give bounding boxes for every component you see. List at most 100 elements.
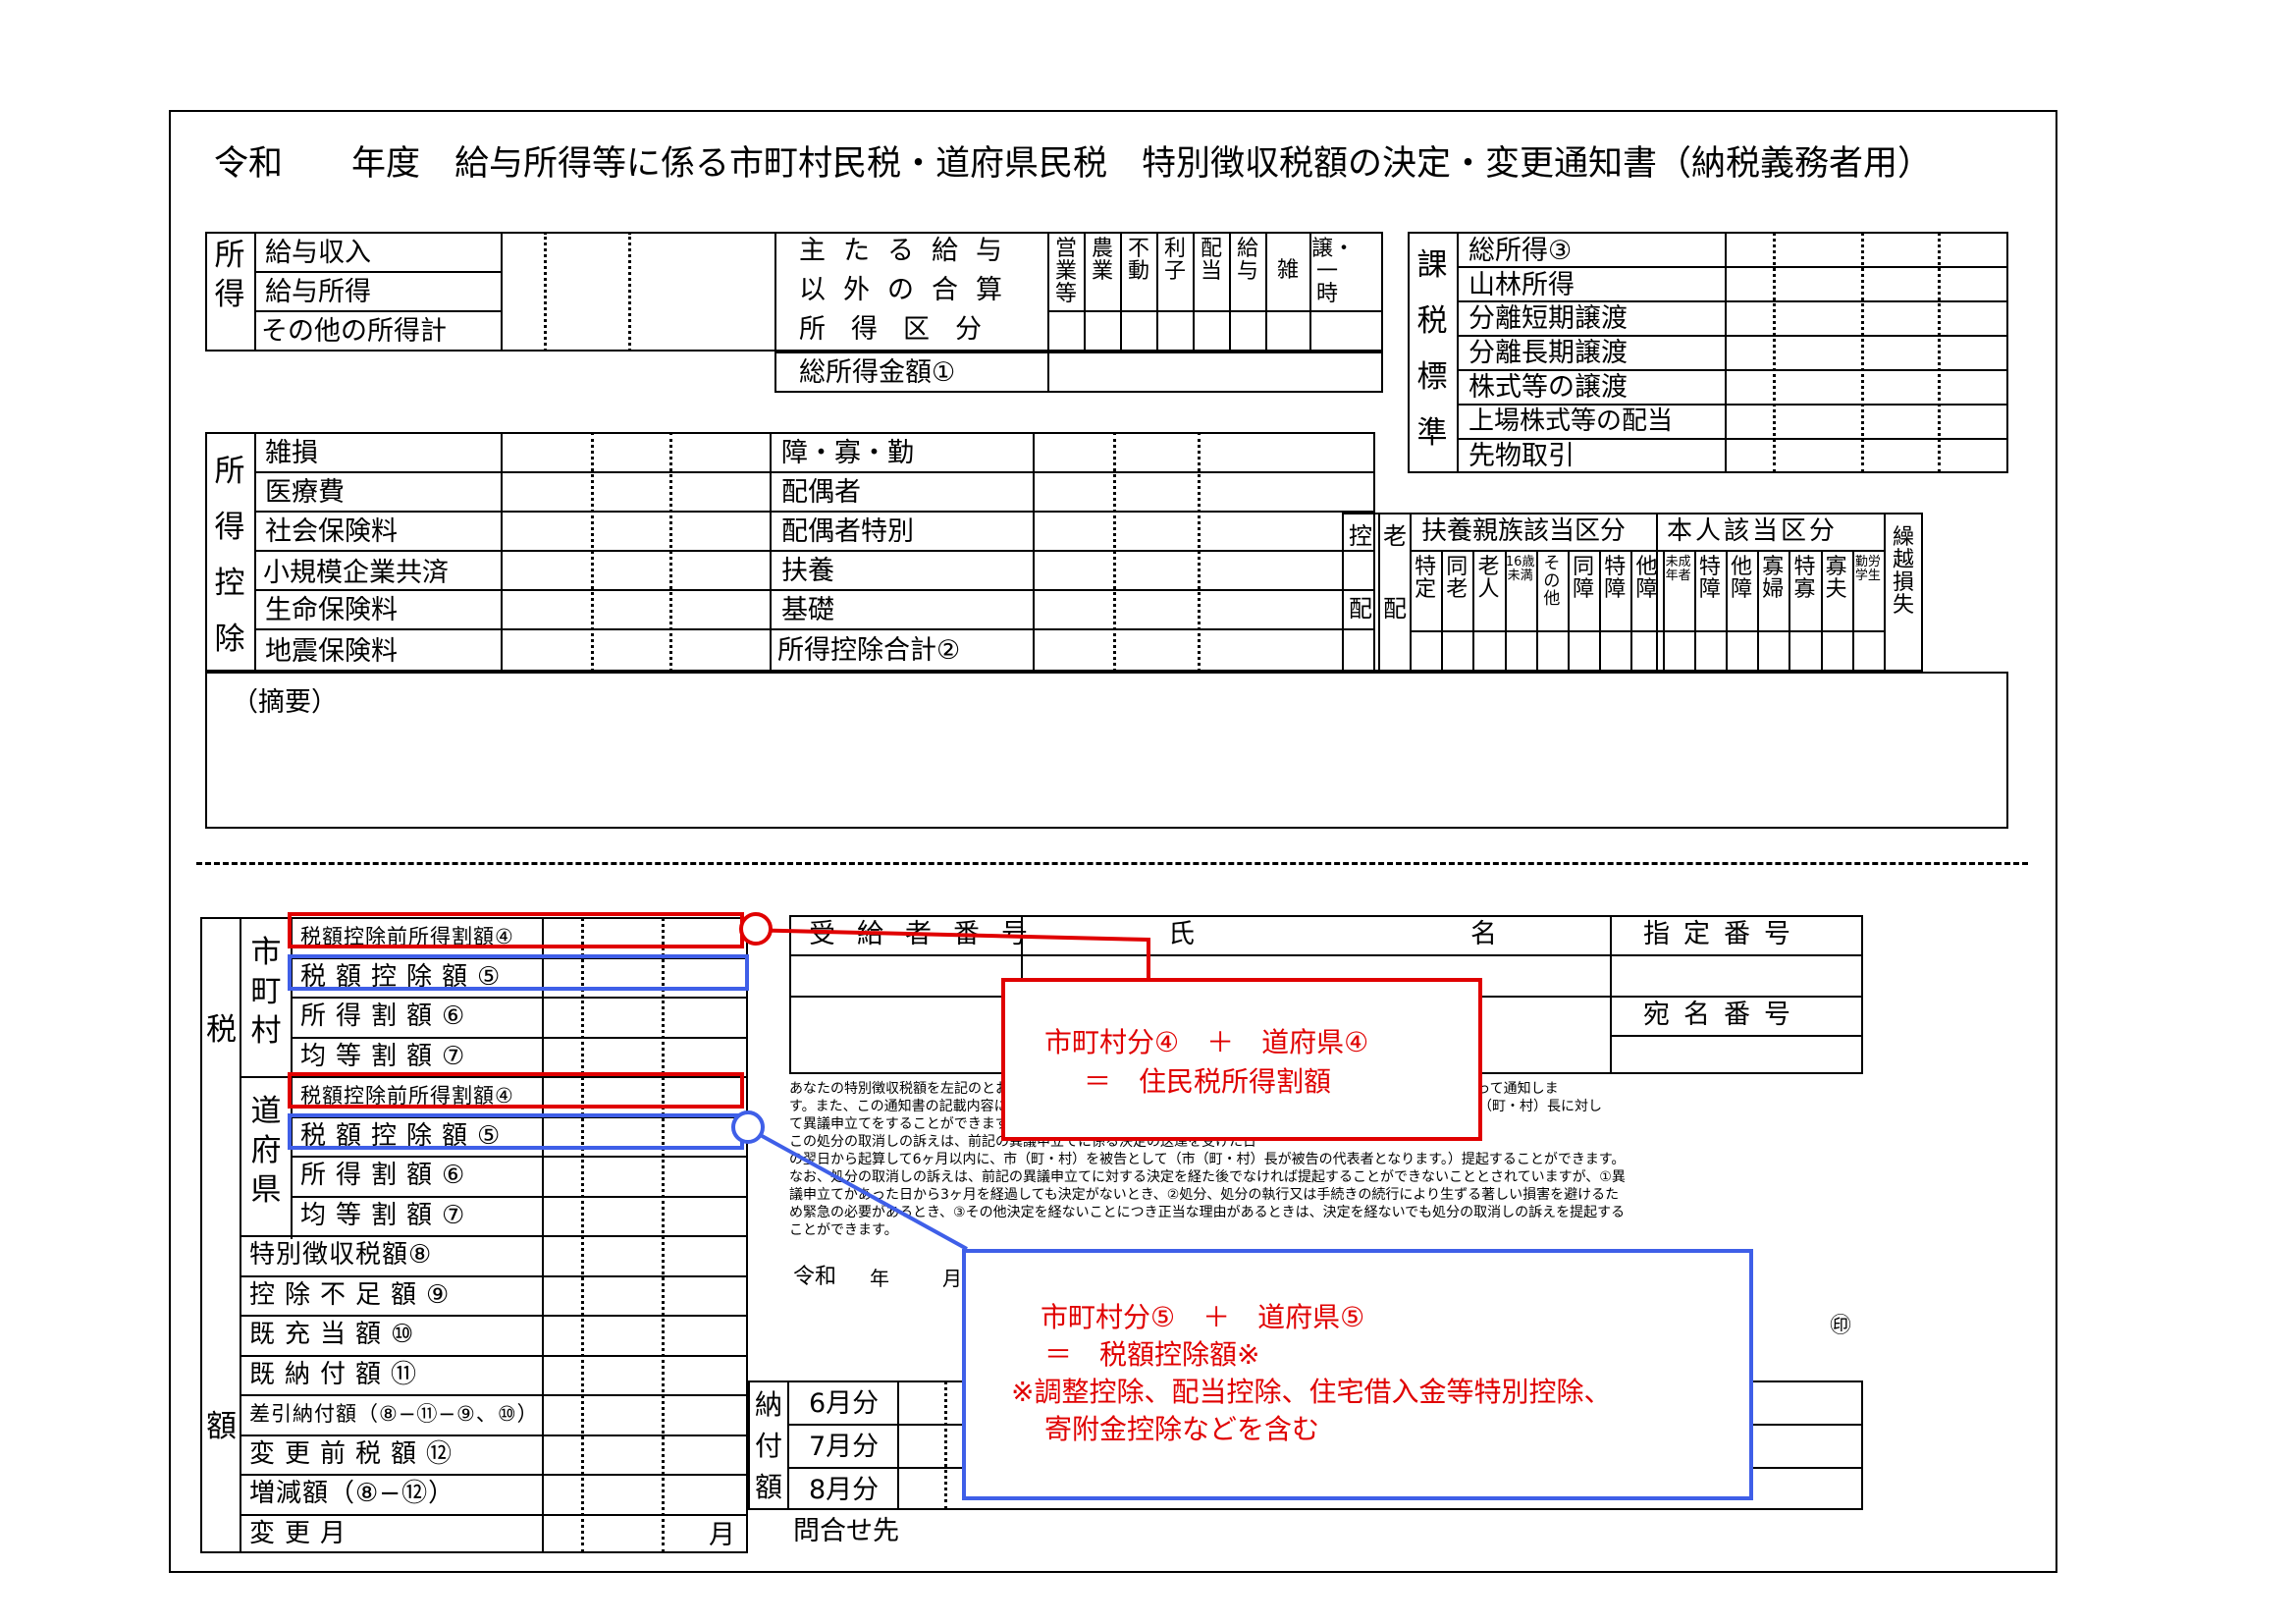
- family-col-head: 配: [1349, 595, 1372, 623]
- deduction-row: 社会保険料: [265, 515, 398, 547]
- taxbase-row: 分離長期譲渡: [1468, 338, 1628, 368]
- tax-row-label: 控除不足額⑨: [249, 1279, 459, 1310]
- loss-col: 繰越損失: [1892, 525, 1914, 619]
- category-column-header: 他障: [1731, 555, 1753, 603]
- category-column-header: 特定: [1415, 555, 1437, 603]
- memo-box: [205, 672, 2008, 829]
- date-year: 年: [870, 1267, 889, 1290]
- tax-row-label: 均等割額⑦: [300, 1041, 475, 1071]
- dependent-header: 扶養親族該当区分: [1421, 516, 1627, 546]
- tax-row-label: 税額控除額⑤: [300, 961, 510, 992]
- payment-side-label: 納付額: [754, 1388, 782, 1503]
- category-column-header: 16歳未満: [1505, 555, 1535, 583]
- income-row: 給与収入: [265, 237, 371, 268]
- taxbase-row: 総所得③: [1468, 235, 1573, 266]
- muni-label: 市町村: [250, 935, 282, 1049]
- tax-row-label: 均等割額⑦: [300, 1200, 475, 1230]
- category-column-header: 未成年者: [1665, 555, 1691, 583]
- deduction-row: 小規模企業共済: [263, 558, 449, 588]
- taxbase-row: 株式等の譲渡: [1468, 372, 1628, 403]
- tax-row-label: 増減額（⑧−⑫）: [249, 1479, 455, 1509]
- blue-callout-line-3: ※調整控除、配当控除、住宅借入金等特別控除、: [1011, 1376, 1612, 1408]
- family-col-head: 老: [1383, 522, 1407, 550]
- deduction-row-right: 扶養: [781, 555, 834, 586]
- contact-label: 問合せ先: [793, 1516, 899, 1546]
- deduction-row: 地震保険料: [265, 635, 398, 667]
- deduction-row: 医療費: [265, 476, 345, 508]
- document-title: 令和 年度 給与所得等に係る市町村民税・道府県民税 特別徴収税額の決定・変更通知…: [214, 144, 1933, 184]
- tax-row-label: 特別徴収税額⑧: [249, 1240, 433, 1271]
- deduction-table: [205, 432, 1375, 672]
- category-column-header: 勤労学生: [1854, 555, 1881, 583]
- blue-connector: [745, 1125, 968, 1251]
- taxbase-row: 上場株式等の配当: [1468, 406, 1674, 436]
- taxbase-side-label: 課税標準: [1416, 247, 1448, 451]
- deduction-row-right: 基礎: [781, 594, 834, 625]
- income-row: その他の所得計: [261, 316, 447, 347]
- category-column-header: 同老: [1446, 555, 1468, 603]
- tax-side-top: 税: [206, 1012, 237, 1048]
- self-header: 本人該当区分: [1667, 516, 1839, 546]
- deduction-row-right: 障・寡・勤: [781, 437, 914, 468]
- tax-side-bottom: 額: [206, 1409, 237, 1444]
- category-col: 配当: [1200, 237, 1222, 285]
- income-side-label: 所得: [214, 238, 245, 312]
- tax-row-label: 所得割額⑥: [300, 1001, 475, 1032]
- tax-row-label: 変更月: [249, 1518, 356, 1548]
- income-sum-label: 以外の合算: [799, 275, 1020, 305]
- income-sum-label: 所得区分: [799, 314, 1007, 345]
- red-connector: [743, 928, 1150, 982]
- tax-row-label: 税額控除額⑤: [300, 1120, 510, 1151]
- family-col-head: 配: [1383, 595, 1407, 623]
- highlight-pref-pretax: [288, 1072, 744, 1109]
- taxbase-row: 山林所得: [1468, 269, 1575, 300]
- tax-row-label: 所得割額⑥: [300, 1161, 475, 1191]
- seal-mark: ㊞: [1830, 1314, 1852, 1338]
- deduction-row-right: 所得控除合計②: [777, 635, 961, 666]
- deduction-row: 生命保険料: [265, 594, 398, 625]
- name-head-1: 氏: [1168, 919, 1195, 949]
- blue-callout-line-2: ＝ 税額控除額※: [1044, 1338, 1260, 1371]
- appeal-notice: あなたの特別徴収税額を左記のとおり決定（変更）したので、地方税法第321条の4（…: [789, 1081, 1626, 1238]
- tax-row-label: 税額控除前所得割額④: [300, 1083, 514, 1108]
- name-head-2: 名: [1470, 919, 1497, 949]
- blue-callout-line-4: 寄附金控除などを含む: [1044, 1413, 1320, 1445]
- total-income-label: 総所得金額①: [799, 357, 956, 388]
- family-col-head: 控: [1349, 522, 1372, 550]
- tax-row-label: 差引納付額（⑧−⑪−⑨、⑩）: [249, 1401, 539, 1426]
- category-column-header: 特障: [1604, 555, 1627, 603]
- date-month: 月: [942, 1267, 962, 1290]
- red-callout-line-2: ＝ 住民税所得割額: [1084, 1065, 1332, 1098]
- red-callout-line-1: 市町村分④ ＋ 道府県④: [1044, 1026, 1369, 1058]
- deduction-side-label: 所得控除: [214, 454, 245, 657]
- category-col: 不動: [1127, 237, 1149, 285]
- date-era: 令和: [793, 1265, 837, 1289]
- taxbase-row: 先物取引: [1468, 441, 1575, 471]
- payment-month: 8月分: [809, 1475, 880, 1505]
- tax-row-label: 変更前税額⑫: [249, 1438, 462, 1469]
- pref-label: 道府県: [250, 1094, 282, 1208]
- deduction-row-right: 配偶者特別: [781, 515, 914, 547]
- category-col: 農業: [1091, 237, 1113, 285]
- deduction-row: 雑損: [265, 437, 318, 468]
- blue-connector-dot: [731, 1110, 765, 1144]
- payment-month: 6月分: [809, 1388, 880, 1419]
- deduction-row-right: 配偶者: [781, 476, 861, 508]
- category-col: 営業等: [1054, 237, 1077, 307]
- highlight-muni-credit: [288, 954, 749, 991]
- category-column-header: 寡婦: [1762, 555, 1785, 603]
- red-connector-dot: [739, 912, 773, 946]
- tax-row-label: 税額控除前所得割額④: [300, 924, 514, 948]
- category-col: 雑: [1276, 258, 1299, 283]
- category-col: 給与: [1236, 237, 1258, 285]
- designation-number-head: 指定番号: [1643, 919, 1804, 949]
- notice-sheet: 令和 年度 給与所得等に係る市町村民税・道府県民税 特別徴収税額の決定・変更通知…: [169, 110, 2057, 1573]
- category-column-header: 老人: [1477, 555, 1500, 603]
- month-unit: 月: [709, 1520, 735, 1550]
- blue-callout: 市町村分⑤ ＋ 道府県⑤ ＝ 税額控除額※ ※調整控除、配当控除、住宅借入金等特…: [962, 1249, 1753, 1500]
- category-column-header: 寡夫: [1825, 555, 1847, 603]
- category-column-header: 特障: [1698, 555, 1721, 603]
- payment-month: 7月分: [809, 1432, 880, 1462]
- total-income-box: [774, 352, 1383, 393]
